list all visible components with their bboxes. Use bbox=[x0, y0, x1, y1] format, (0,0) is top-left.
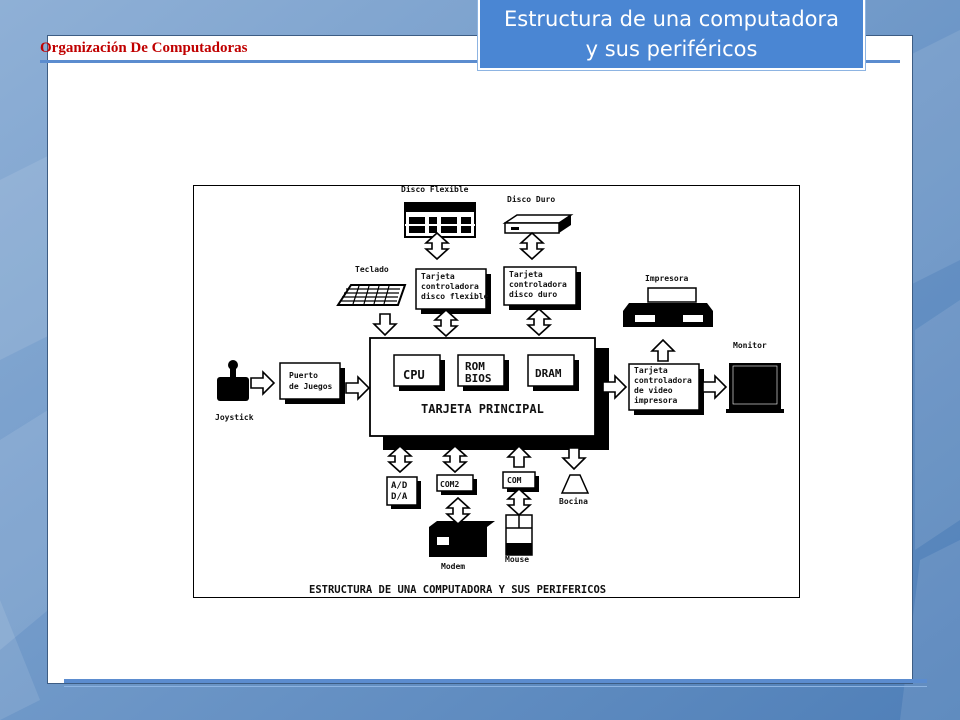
modem-label: Modem bbox=[441, 562, 465, 571]
ad-label: A/D bbox=[391, 481, 408, 491]
speaker-icon bbox=[560, 474, 590, 494]
speaker-label: Bocina bbox=[559, 496, 588, 506]
modem-icon bbox=[429, 521, 495, 557]
game-port-line2: de Juegos bbox=[289, 382, 333, 391]
motherboard-label: TARJETA PRINCIPAL bbox=[421, 402, 544, 416]
floppy-ctrl-line3: disco flexible bbox=[421, 291, 489, 301]
hdd-ctrl-line1: Tarjeta bbox=[509, 269, 543, 279]
slide-title-line2: y sus periféricos bbox=[585, 37, 758, 61]
hard-disk-icon bbox=[502, 214, 574, 234]
footer-rule bbox=[64, 679, 927, 683]
org-title: Organización De Computadoras bbox=[40, 40, 248, 56]
video-ctrl-line4: impresora bbox=[634, 395, 678, 405]
printer-icon bbox=[623, 287, 713, 327]
floppy-drive-icon bbox=[404, 202, 476, 238]
hdd-label: Disco Duro bbox=[507, 194, 555, 204]
video-ctrl-line2: controladora bbox=[634, 376, 692, 385]
game-port-card: Puerto de Juegos bbox=[279, 362, 345, 404]
bios-label: BIOS bbox=[465, 372, 492, 385]
keyboard-icon bbox=[336, 284, 407, 306]
diagram-caption: ESTRUCTURA DE UNA COMPUTADORA Y SUS PERI… bbox=[309, 584, 606, 596]
com-card: COM bbox=[502, 471, 539, 492]
motherboard: CPU ROM BIOS DRAM TARJETA PRINCIPAL bbox=[369, 337, 609, 450]
floppy-ctrl-line2: controladora bbox=[421, 282, 479, 291]
video-ctrl-line1: Tarjeta bbox=[634, 365, 668, 375]
monitor-icon bbox=[726, 363, 784, 413]
game-port-line1: Puerto bbox=[289, 371, 318, 380]
floppy-label: Disco Flexible bbox=[401, 185, 469, 194]
floppy-ctrl-line1: Tarjeta bbox=[421, 271, 455, 281]
monitor-label: Monitor bbox=[733, 340, 767, 350]
hdd-ctrl-line2: controladora bbox=[509, 280, 567, 289]
com2-label: COM2 bbox=[440, 480, 459, 489]
footer-rule-thin bbox=[64, 686, 927, 687]
cpu-label: CPU bbox=[403, 368, 425, 382]
mouse-label: Mouse bbox=[505, 555, 529, 564]
joystick-icon bbox=[217, 360, 249, 401]
rom-label: ROM bbox=[465, 360, 485, 373]
video-controller-card: Tarjeta controladora de video impresora bbox=[628, 363, 704, 415]
header-rule bbox=[40, 60, 900, 63]
adda-card: A/D D/A bbox=[386, 476, 421, 509]
printer-label: Impresora bbox=[645, 274, 689, 283]
computer-structure-diagram: Disco Flexible Disco Duro Teclado bbox=[193, 185, 800, 598]
slide-title-box: Estructura de una computadora y sus peri… bbox=[478, 0, 865, 70]
mouse-icon bbox=[505, 514, 533, 556]
slide-title-line1: Estructura de una computadora bbox=[503, 7, 839, 31]
video-ctrl-line3: de video bbox=[634, 385, 673, 395]
com2-card: COM2 bbox=[436, 474, 477, 495]
hdd-ctrl-line3: disco duro bbox=[509, 289, 557, 299]
dram-label: DRAM bbox=[535, 367, 562, 380]
keyboard-label: Teclado bbox=[355, 265, 389, 274]
floppy-controller-card: Tarjeta controladora disco flexible bbox=[415, 268, 491, 314]
joystick-label: Joystick bbox=[215, 412, 254, 422]
da-label: D/A bbox=[391, 492, 408, 502]
com-label: COM bbox=[507, 476, 522, 485]
hdd-controller-card: Tarjeta controladora disco duro bbox=[503, 266, 581, 310]
